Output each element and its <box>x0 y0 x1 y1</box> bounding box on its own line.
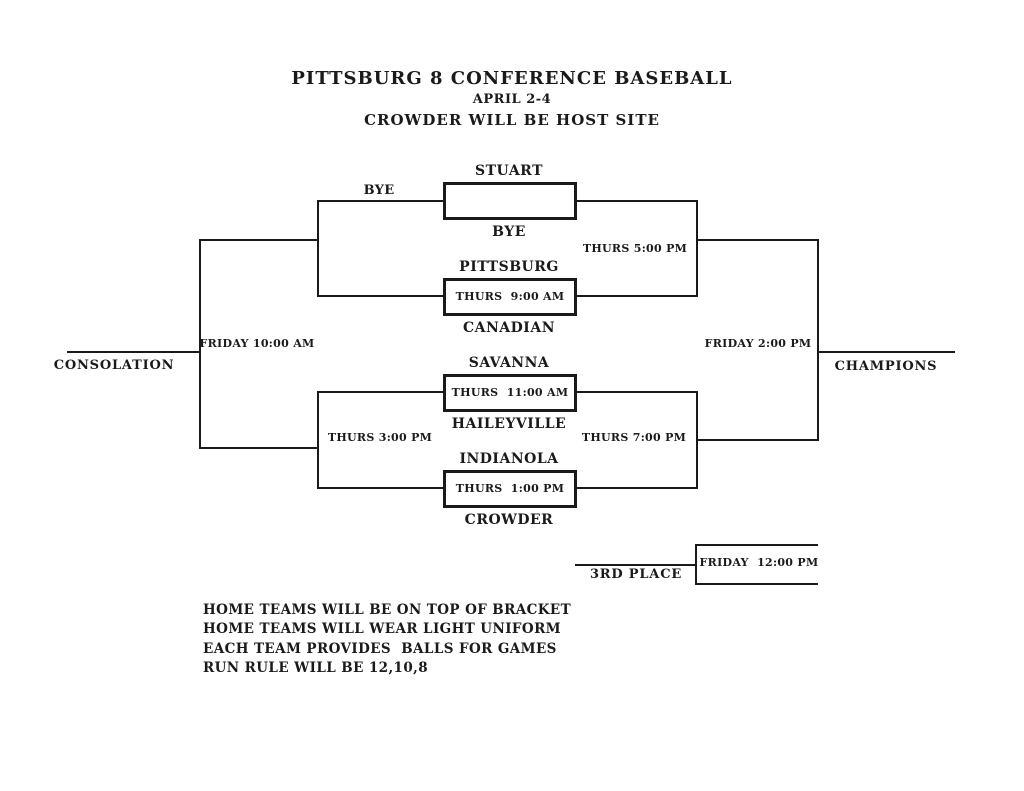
bye-advance-label: BYE <box>363 183 395 198</box>
line-champions-final <box>818 351 955 353</box>
line-semifinal-top <box>697 239 818 241</box>
line-consolation-semi-bottom <box>200 447 319 449</box>
page-title: PITTSBURG 8 CONFERENCE BASEBALL <box>291 68 733 89</box>
semifinal-top-time-label: THURS 5:00 PM <box>582 242 688 255</box>
game-4-time: THURS 1:00 PM <box>455 482 565 495</box>
line-game3-left <box>318 391 443 393</box>
game-2-box: THURS 9:00 AM <box>443 278 577 316</box>
line-consolation-final <box>67 351 200 353</box>
line-third-bottom <box>696 583 818 585</box>
team-pittsburg-label: PITTSBURG <box>459 259 559 275</box>
team-haileyville-label: HAILEYVILLE <box>451 416 567 432</box>
line-game1-left <box>318 200 443 202</box>
host-site-note: CROWDER WILL BE HOST SITE <box>364 111 660 129</box>
game-3-time: THURS 11:00 AM <box>451 386 569 399</box>
consolation-semifinal-time-label: THURS 3:00 PM <box>327 431 433 444</box>
note-line: HOME TEAMS WILL WEAR LIGHT UNIFORM <box>203 621 562 638</box>
line-third-join <box>695 544 697 585</box>
event-dates: APRIL 2-4 <box>472 92 552 107</box>
team-crowder-label: CROWDER <box>464 512 554 528</box>
line-consolation-join <box>199 239 201 449</box>
team-stuart-label: STUART <box>475 163 543 179</box>
line-game1-right <box>577 200 697 202</box>
game-2-time: THURS 9:00 AM <box>455 290 565 303</box>
team-indianola-label: INDIANOLA <box>459 451 559 467</box>
line-game3-right <box>577 391 697 393</box>
line-game4-left <box>318 487 443 489</box>
consolation-label: CONSOLATION <box>53 358 175 373</box>
line-final-join <box>817 239 819 441</box>
team-bye-label: BYE <box>492 224 526 240</box>
note-line: EACH TEAM PROVIDES BALLS FOR GAMES <box>203 640 557 657</box>
line-third-feeder <box>575 564 696 566</box>
note-line: RUN RULE WILL BE 12,10,8 <box>203 659 429 676</box>
game-4-box: THURS 1:00 PM <box>443 470 577 508</box>
team-canadian-label: CANADIAN <box>462 320 556 336</box>
line-right-top-join <box>696 200 698 297</box>
notes: HOME TEAMS WILL BE ON TOP OF BRACKET HOM… <box>203 601 571 678</box>
line-game4-right <box>577 487 697 489</box>
line-semifinal-bottom <box>697 439 818 441</box>
line-game2-left <box>318 295 443 297</box>
championship-time-label: FRIDAY 2:00 PM <box>704 337 812 350</box>
line-consolation-semi-top <box>200 239 319 241</box>
note-line: HOME TEAMS WILL BE ON TOP OF BRACKET <box>203 602 572 618</box>
third-place-time-label: FRIDAY 12:00 PM <box>699 556 819 569</box>
line-game2-right <box>577 295 697 297</box>
game-1-box <box>443 182 577 220</box>
consolation-final-time-label: FRIDAY 10:00 AM <box>199 337 315 350</box>
line-left-bottom-join <box>317 391 319 489</box>
semifinal-bottom-time-label: THURS 7:00 PM <box>581 431 687 444</box>
line-third-top <box>696 544 818 546</box>
line-left-top-join <box>317 200 319 297</box>
game-3-box: THURS 11:00 AM <box>443 374 577 412</box>
third-place-label: 3RD PLACE <box>589 567 683 582</box>
team-savanna-label: SAVANNA <box>468 355 550 371</box>
champions-label: CHAMPIONS <box>834 359 938 374</box>
